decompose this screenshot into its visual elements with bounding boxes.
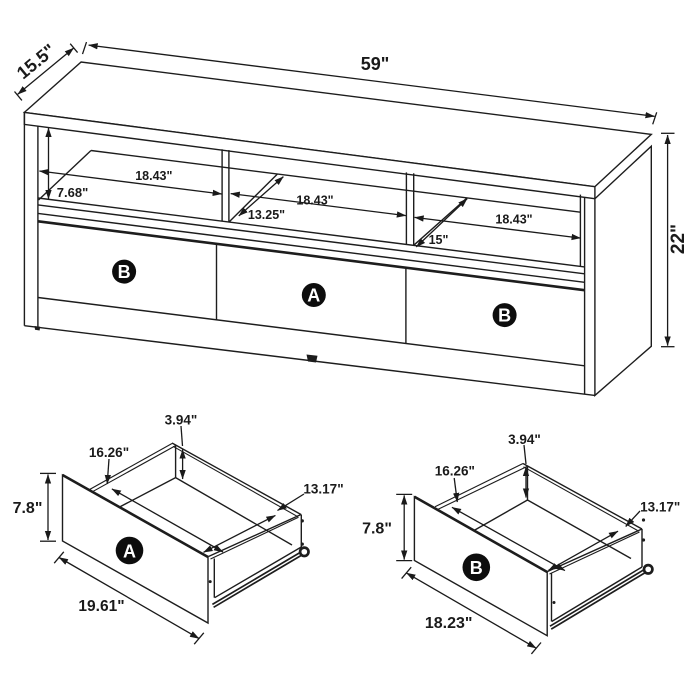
svg-text:3.94": 3.94" [165,413,198,428]
svg-text:18.23": 18.23" [425,615,473,632]
svg-text:A: A [307,285,320,305]
svg-text:18.43": 18.43" [495,213,532,227]
svg-text:7.68": 7.68" [57,185,88,200]
svg-text:B: B [498,306,511,326]
svg-text:22": 22" [668,224,689,254]
svg-text:16.26": 16.26" [89,445,129,460]
svg-text:18.43": 18.43" [135,169,172,183]
svg-text:19.61": 19.61" [78,598,124,615]
svg-text:B: B [118,262,131,282]
svg-text:18.43": 18.43" [296,194,333,208]
svg-text:A: A [123,541,136,561]
svg-text:13.17": 13.17" [303,482,343,497]
svg-text:13.17": 13.17" [640,499,680,514]
svg-text:7.8": 7.8" [362,521,392,538]
svg-text:3.94": 3.94" [508,432,541,447]
svg-text:59": 59" [361,54,390,74]
svg-text:15": 15" [429,233,449,247]
svg-text:7.8": 7.8" [13,500,43,517]
svg-text:13.25": 13.25" [248,208,285,222]
svg-text:16.26": 16.26" [435,464,475,479]
svg-text:B: B [470,558,483,578]
